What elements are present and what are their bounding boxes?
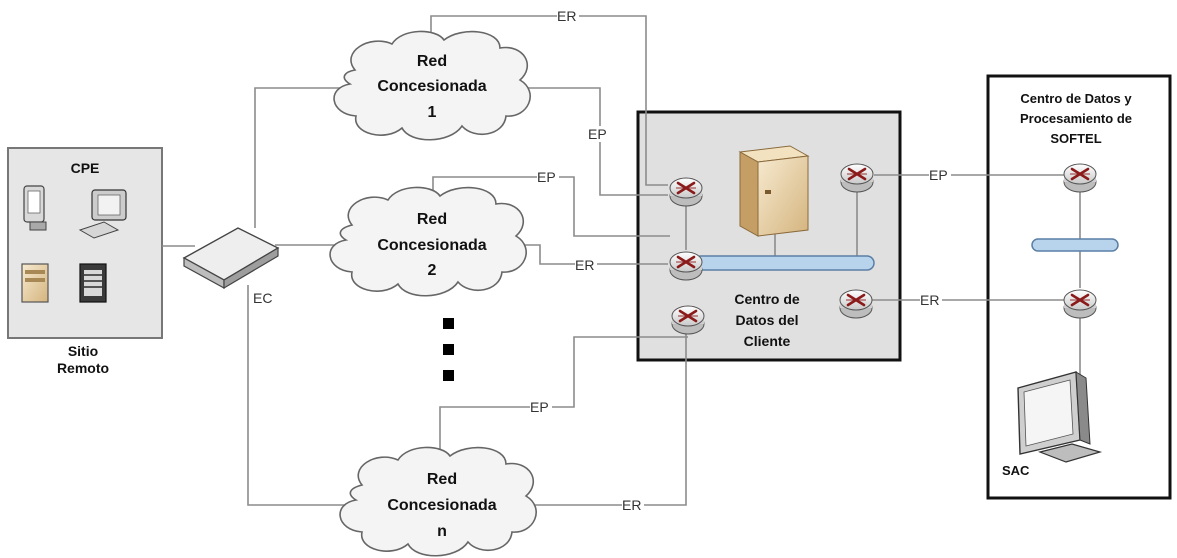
- cloud-1: Red Concesionada 1: [333, 30, 531, 141]
- er-cloudn-label: ER: [622, 497, 641, 513]
- cloud-2-line2: Concesionada: [377, 237, 486, 254]
- cloud-1-line2: Concesionada: [377, 78, 486, 95]
- dark-server-icon: [79, 263, 107, 303]
- ellipsis-dots: [443, 318, 454, 381]
- remote-caption-line2: Remoto: [57, 360, 109, 376]
- softel-title-line3: SOFTEL: [1050, 131, 1101, 146]
- cloud-2: Red Concesionada 2: [329, 186, 527, 297]
- router-d-icon: [839, 162, 875, 194]
- desktop-computer-icon: [78, 189, 127, 239]
- er-softel-label: ER: [920, 292, 939, 308]
- client-caption-line2: Datos del: [735, 312, 798, 328]
- softel-bus: [1031, 238, 1119, 252]
- cloud-2-line3: 2: [428, 262, 437, 279]
- sac-label: SAC: [1002, 463, 1030, 478]
- edge-router-icon: [182, 227, 280, 290]
- cloud-n-line2: Concesionada: [387, 497, 496, 514]
- server-rack-icon: [738, 145, 810, 237]
- client-caption-line1: Centro de: [734, 291, 800, 307]
- router-e-icon: [838, 288, 874, 320]
- cloud-n: Red Concesionada n: [339, 446, 537, 557]
- ep-cloud2-label: EP: [537, 169, 556, 185]
- client-bus: [693, 255, 875, 271]
- wires: [162, 15, 1081, 506]
- ep-cloud1-label: EP: [588, 126, 607, 142]
- remote-site-panel: [7, 147, 163, 339]
- router-b-icon: [668, 250, 704, 282]
- remote-caption-line1: Sitio: [68, 343, 98, 359]
- cloud-n-line1: Red: [427, 471, 457, 488]
- server-tower-icon: [21, 263, 49, 303]
- softel-title-line2: Procesamiento de: [1020, 111, 1132, 126]
- er-cloud2-label: ER: [575, 257, 594, 273]
- softel-title-line1: Centro de Datos y: [1020, 91, 1132, 106]
- ec-label: EC: [253, 290, 272, 306]
- ep-cloudn-label: EP: [530, 399, 549, 415]
- cloud-1-line1: Red: [417, 53, 447, 70]
- cloud-1-line3: 1: [428, 104, 437, 121]
- pda-icon: [23, 185, 47, 231]
- ep-softel-label: EP: [929, 167, 948, 183]
- link-labels: ER EP EP ER EP ER EP ER: [530, 8, 951, 513]
- cloud-2-line1: Red: [417, 211, 447, 228]
- sac-monitor-icon: [1017, 371, 1103, 463]
- router-c-icon: [670, 304, 706, 336]
- cloud-n-line3: n: [437, 523, 447, 540]
- softel-router-2-icon: [1062, 288, 1098, 320]
- er-top-label: ER: [557, 8, 576, 24]
- cpe-title: CPE: [71, 160, 100, 176]
- client-caption-line3: Cliente: [744, 333, 791, 349]
- softel-router-1-icon: [1062, 162, 1098, 194]
- router-a-icon: [668, 176, 704, 208]
